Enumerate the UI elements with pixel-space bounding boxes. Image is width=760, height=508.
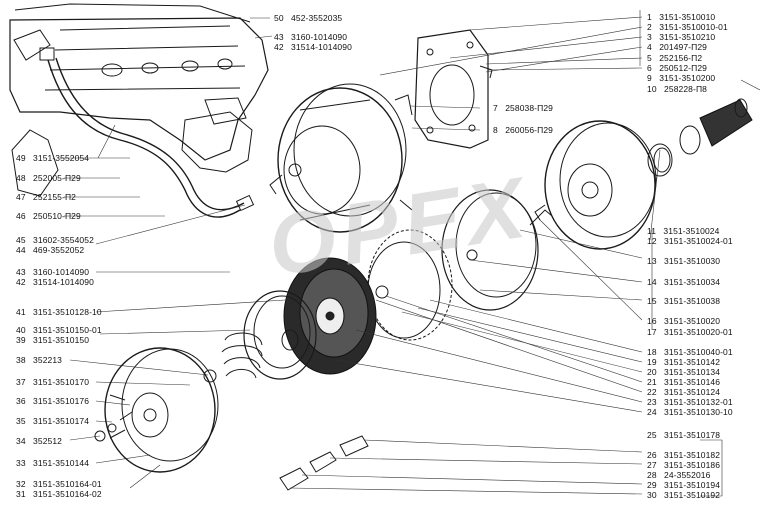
label-19: 19 3151-3510142: [647, 357, 721, 367]
vacuum-hose: [39, 47, 255, 218]
label-39: 39 3151-3510150: [16, 335, 90, 345]
label-35: 35 3151-3510174: [16, 416, 90, 426]
label-5: 5 252156-П2: [647, 53, 703, 63]
label-42-top: 42 31514-1014090: [274, 42, 352, 52]
label-38: 38 352213: [16, 355, 63, 365]
label-4: 4 201497-П29: [647, 42, 707, 52]
label-18: 18 3151-3510040-01: [647, 347, 733, 357]
engine-block: [9, 3, 269, 197]
label-50: 50 452-3552035: [274, 13, 343, 23]
label-7: 7 258038-П29: [493, 103, 553, 113]
label-28: 28 24-3552016: [647, 470, 711, 480]
label-42: 42 31514-1014090: [16, 277, 94, 287]
label-22: 22 3151-3510124: [647, 387, 721, 397]
booster-housing-rear: [534, 120, 657, 250]
label-20: 20 3151-3510134: [647, 367, 721, 377]
label-9: 9 3151-3510200: [647, 73, 716, 83]
label-37: 37 3151-3510170: [16, 377, 90, 387]
label-2: 2 3151-3510010-01: [647, 22, 728, 32]
label-47: 47 252155-П2: [16, 192, 76, 202]
label-10: 10 258228-П8: [647, 84, 707, 94]
valve-parts: [94, 411, 723, 497]
piston-plate: [243, 290, 317, 380]
label-21: 21 3151-3510146: [647, 377, 721, 387]
label-8: 8 260056-П29: [493, 125, 553, 135]
label-46: 46 250510-П29: [16, 211, 81, 221]
booster-housing-front: [269, 83, 413, 233]
rubber-diaphragm: [283, 257, 377, 375]
label-25: 25 3151-3510178: [647, 430, 721, 440]
leader-lines-left: [60, 17, 286, 489]
label-48: 48 252005-П29: [16, 173, 81, 183]
label-29: 29 3151-3510194: [647, 480, 721, 490]
label-49: 49 3151-3552054: [16, 153, 90, 163]
label-40: 40 3151-3510150-01: [16, 325, 102, 335]
label-15: 15 3151-3510038: [647, 296, 721, 306]
mounting-plate: [414, 29, 493, 149]
label-33: 33 3151-3510144: [16, 458, 90, 468]
label-36: 36 3151-3510176: [16, 396, 90, 406]
label-24: 24 3151-3510130-10: [647, 407, 733, 417]
label-45: 45 31602-3554052: [16, 235, 94, 245]
label-13: 13 3151-3510030: [647, 256, 721, 266]
label-17: 17 3151-3510020-01: [647, 327, 733, 337]
label-41: 41 3151-3510128-10: [16, 307, 102, 317]
label-32: 32 3151-3510164-01: [16, 479, 102, 489]
label-23: 23 3151-3510132-01: [647, 397, 733, 407]
label-27: 27 3151-3510186: [647, 460, 721, 470]
booster-housing-lower: [104, 347, 219, 473]
label-43-top: 43 3160-1014090: [274, 32, 348, 42]
label-1: 1 3151-3510010: [647, 12, 716, 22]
label-14: 14 3151-3510034: [647, 277, 721, 287]
label-26: 26 3151-3510182: [647, 450, 721, 460]
label-3: 3 3151-3510210: [647, 32, 716, 42]
label-34: 34 352512: [16, 436, 63, 446]
label-44: 44 469-3552052: [16, 245, 85, 255]
seals-right: [647, 98, 753, 177]
label-12: 12 3151-3510024-01: [647, 236, 733, 246]
label-30: 30 3151-3510192: [647, 490, 721, 500]
label-6: 6 250512-П29: [647, 63, 707, 73]
label-43: 43 3160-1014090: [16, 267, 90, 277]
label-11: 11 3151-3510024: [647, 226, 720, 236]
label-16: 16 3151-3510020: [647, 316, 721, 326]
leader-lines-right: [289, 10, 760, 495]
label-31: 31 3151-3510164-02: [16, 489, 102, 499]
return-spring: [221, 332, 263, 379]
